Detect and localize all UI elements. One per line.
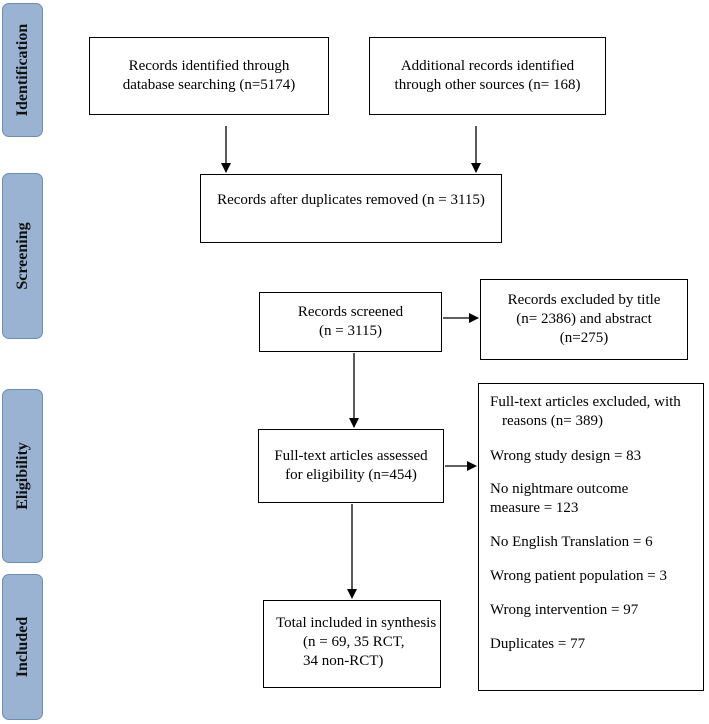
other-sources-box: Additional records identified through ot… xyxy=(369,37,606,115)
fulltext-excluded-box: Full-text articles excluded, with reason… xyxy=(478,383,704,691)
duplicates-removed-text: Records after duplicates removed (n = 31… xyxy=(217,192,485,208)
excluded-title-line-1: Records excluded by title xyxy=(507,292,661,308)
fulltext-assessed-line-2: for eligibility (n=454) xyxy=(285,467,417,483)
included-line-3: 34 non-RCT) xyxy=(303,653,384,669)
screened-line-2: (n = 3115) xyxy=(319,323,382,339)
excluded-title-line-3: (n=275) xyxy=(559,330,609,346)
screened-box: Records screened (n = 3115) xyxy=(259,292,442,352)
other-sources-line-2: through other sources (n= 168) xyxy=(394,77,581,93)
excluded-title-line-2: (n= 2386) and abstract xyxy=(516,311,652,327)
included-line-2: (n = 69, 35 RCT, xyxy=(303,634,405,650)
phase-eligibility: Eligibility xyxy=(2,389,43,563)
reason-study-design: Wrong study design = 83 xyxy=(490,448,642,464)
reason-intervention: Wrong intervention = 97 xyxy=(490,602,639,618)
other-sources-line-1: Additional records identified xyxy=(400,58,575,74)
database-records-line-2: database searching (n=5174) xyxy=(122,77,296,93)
database-records-line-1: Records identified through xyxy=(128,58,290,74)
reason-outcome-measure-line-2: measure = 123 xyxy=(490,500,579,516)
fulltext-excluded-heading-1: Full-text articles excluded, with xyxy=(490,394,681,410)
fulltext-assessed-box: Full-text articles assessed for eligibil… xyxy=(258,429,444,503)
reason-patient-population: Wrong patient population = 3 xyxy=(490,568,667,584)
phase-included: Included xyxy=(2,574,43,720)
excluded-title-box: Records excluded by title (n= 2386) and … xyxy=(480,279,688,360)
phase-screening: Screening xyxy=(2,173,43,339)
database-records-box: Records identified through database sear… xyxy=(89,37,329,115)
duplicates-removed-box: Records after duplicates removed (n = 31… xyxy=(200,174,502,243)
reason-english-translation: No English Translation = 6 xyxy=(490,534,653,550)
included-line-1: Total included in synthesis xyxy=(276,615,437,631)
reason-outcome-measure-line-1: No nightmare outcome xyxy=(490,481,629,497)
included-box: Total included in synthesis (n = 69, 35 … xyxy=(263,600,441,688)
reason-duplicates: Duplicates = 77 xyxy=(490,636,586,652)
screened-line-1: Records screened xyxy=(297,304,404,320)
fulltext-excluded-heading-2: reasons (n= 389) xyxy=(502,413,603,429)
fulltext-assessed-line-1: Full-text articles assessed xyxy=(274,448,428,464)
phase-identification: Identification xyxy=(2,3,43,137)
